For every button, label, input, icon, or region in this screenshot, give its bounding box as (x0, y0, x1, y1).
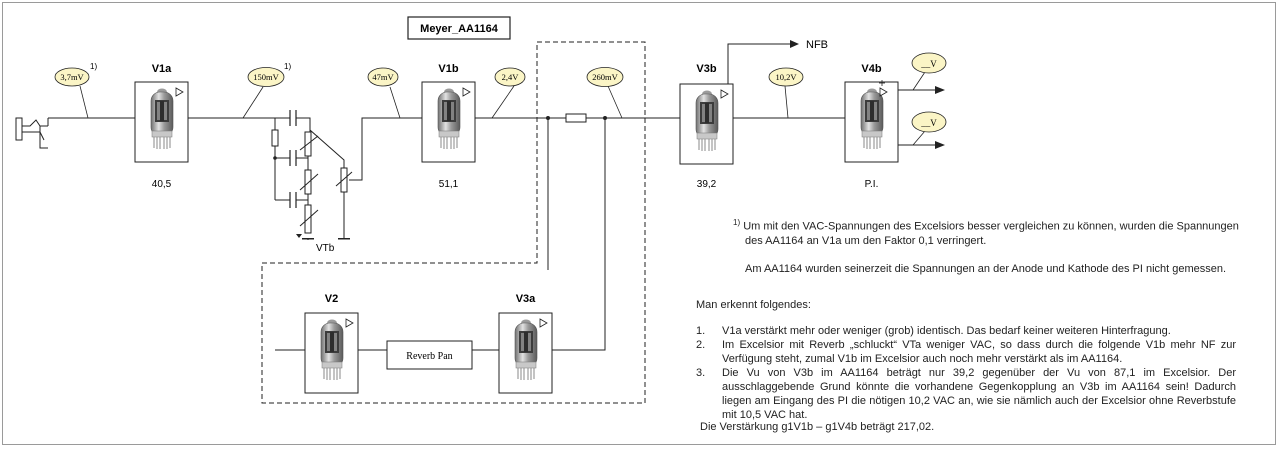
reverb-pan-box (386, 340, 473, 370)
svg-text:__V: __V (920, 118, 937, 128)
nfb-arrow (790, 40, 799, 48)
nfb-label: NFB (806, 39, 828, 51)
tube-label-v4b: V4b (861, 63, 881, 75)
tube-v3a: V3a (498, 293, 553, 394)
tube-v3b: V3b 39,2 (679, 63, 734, 190)
svg-text:47mV: 47mV (372, 72, 394, 82)
voltage-bubble-in: 3,7mV (54, 67, 90, 87)
footnote-line-2: des AA1164 an V1a um den Faktor 0,1 verr… (745, 234, 987, 247)
svg-text:150mV: 150mV (253, 72, 279, 82)
voltage-bubble-v1b-in: 47mV (367, 67, 399, 87)
voltage-bubble-v1b-out: 2,4V (494, 67, 526, 87)
output-arrow-2 (935, 141, 945, 149)
tube-label-v2: V2 (325, 293, 338, 305)
tone-wipers (299, 135, 353, 227)
footnote-block: 1) Um mit den VAC-Spannungen des Excelsi… (733, 216, 1253, 276)
svg-text:260mV: 260mV (592, 72, 618, 82)
tube-label-v1a: V1a (152, 63, 172, 75)
vtb-label: VTb (316, 243, 335, 254)
voltage-bubble-out2: __V (911, 111, 947, 133)
junction-dots (273, 116, 607, 160)
reverb-send-resistor (565, 113, 587, 123)
list-item: 2. Im Excelsior mit Reverb „schluckt“ VT… (696, 339, 1236, 365)
voltage-bubble-tone: 150mV (247, 67, 285, 87)
svg-text:3,7mV: 3,7mV (60, 72, 84, 82)
tube-label-v3a: V3a (516, 293, 536, 305)
footnote-mark-tone: 1) (284, 62, 291, 71)
voltage-bubble-out1: __V (911, 52, 947, 74)
pi-note: Am AA1164 wurden seinerzeit die Spannung… (745, 262, 1227, 275)
tone-capacitors (289, 110, 297, 208)
footnote-mark: 1) (733, 218, 741, 227)
voltage-bubble-v4b-in: 10,2V (768, 67, 804, 87)
reverb-pan-label: Reverb Pan (406, 351, 452, 362)
footnote-mark-in: 1) (90, 62, 97, 71)
list-item: 3. Die Vu von V3b im AA1164 beträgt nur … (696, 367, 1236, 421)
list-item: 1. V1a verstärkt mehr oder weniger (grob… (696, 325, 1171, 337)
tube-label-v3b: V3b (696, 63, 716, 75)
tube-gain-v1a: 40,5 (152, 179, 172, 190)
tube-gain-v3b: 39,2 (697, 179, 717, 190)
svg-text:2,4V: 2,4V (502, 72, 520, 82)
main-wiring (48, 43, 935, 351)
tube-gain-v4b: P.I. (865, 179, 879, 190)
summary-line: Die Verstärkung g1V1b – g1V4b beträgt 21… (700, 421, 935, 433)
observations-block: Man erkennt folgendes: 1. V1a verstärkt … (696, 298, 1236, 422)
output-arrow-1 (935, 86, 945, 94)
page-title: Meyer_AA1164 (420, 23, 499, 35)
observations-intro: Man erkennt folgendes: (696, 299, 811, 311)
tone-grounds (296, 234, 350, 240)
tube-v4b: V4b P.I. (844, 63, 899, 190)
footnote-line-1: Um mit den VAC-Spannungen des Excelsiors… (743, 220, 1239, 233)
tube-v2: V2 (304, 293, 359, 394)
input-jack (15, 117, 49, 149)
title-box (407, 16, 511, 40)
svg-text:__V: __V (920, 59, 937, 69)
tube-v1b: V1b 51,1 (421, 63, 476, 190)
reverb-dashed-box (261, 41, 646, 404)
svg-text:10,2V: 10,2V (775, 72, 797, 82)
bubble-leaders (79, 71, 926, 146)
voltage-bubble-reverb: 260mV (586, 67, 624, 87)
tube-gain-v1b: 51,1 (439, 179, 459, 190)
tube-v1a: V1a 40,5 (134, 63, 189, 190)
tube-label-v1b: V1b (438, 63, 458, 75)
